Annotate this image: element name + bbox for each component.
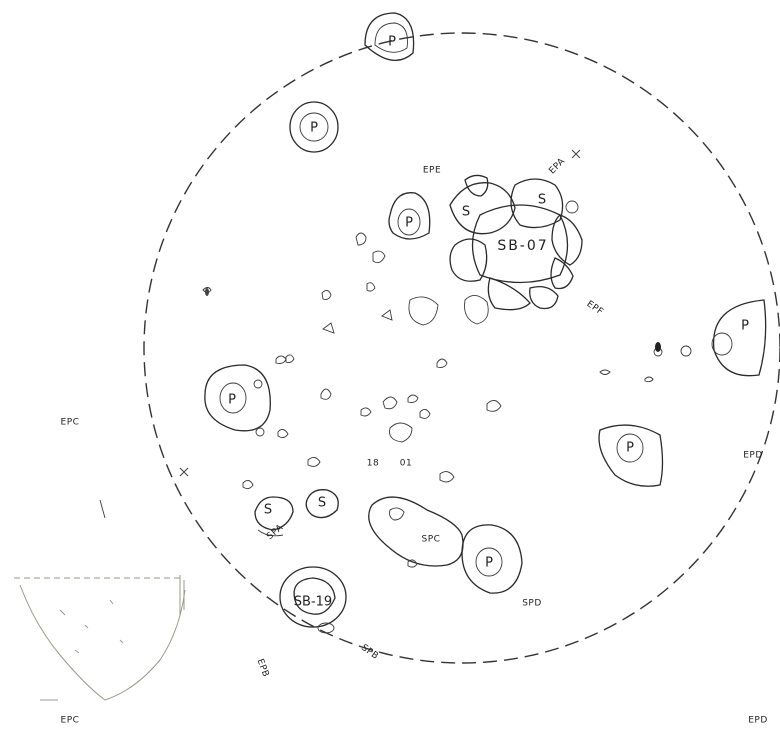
feature-sb07-cluster: SB-07 S S bbox=[449, 174, 583, 311]
stone-label-a: S bbox=[462, 205, 470, 220]
posthole-lower: P bbox=[461, 524, 523, 594]
label-epc-left: EPC bbox=[61, 418, 80, 428]
stone-label-b: S bbox=[538, 193, 546, 208]
label-epc-bottom: EPC bbox=[61, 716, 80, 726]
small-number-b: 01 bbox=[400, 459, 412, 469]
svg-text:P: P bbox=[405, 216, 413, 231]
feature-spc: SPC bbox=[368, 496, 464, 567]
sb07-label: SB-07 bbox=[497, 238, 548, 254]
dark-marks bbox=[205, 288, 661, 352]
svg-text:P: P bbox=[310, 121, 318, 136]
svg-text:SPC: SPC bbox=[422, 535, 441, 545]
label-epd-right: EPD bbox=[743, 451, 763, 461]
svg-text:P: P bbox=[228, 393, 236, 408]
label-spb: SPB bbox=[359, 643, 380, 662]
sb19-label: SB-19 bbox=[294, 595, 332, 610]
label-epa: EPA bbox=[547, 156, 567, 176]
svg-text:P: P bbox=[485, 556, 493, 571]
svg-text:S: S bbox=[264, 503, 272, 518]
label-epe: EPE bbox=[423, 166, 441, 176]
svg-text:S: S bbox=[318, 496, 326, 511]
posthole-top: P bbox=[364, 12, 415, 61]
svg-text:P: P bbox=[626, 441, 634, 456]
excavation-boundary bbox=[143, 32, 780, 664]
label-spd: SPD bbox=[522, 599, 542, 609]
stone-left: S bbox=[254, 496, 294, 537]
label-epb: EPB bbox=[255, 658, 271, 679]
feature-sb19: SB-19 bbox=[279, 566, 347, 634]
posthole-center: P bbox=[388, 192, 431, 240]
posthole-right-lower: P bbox=[598, 424, 664, 487]
small-features bbox=[202, 232, 692, 568]
cross-marks bbox=[99, 149, 581, 519]
posthole-left: P bbox=[204, 364, 271, 437]
svg-text:P: P bbox=[741, 319, 749, 334]
stone-center-left: S bbox=[305, 489, 339, 519]
inset-section-drawing bbox=[14, 575, 186, 701]
label-epd-bottom: EPD bbox=[748, 716, 768, 726]
svg-text:P: P bbox=[388, 35, 396, 50]
label-epf: EPF bbox=[585, 299, 605, 317]
small-number-a: 18 bbox=[367, 459, 379, 469]
posthole-right: P bbox=[711, 299, 767, 377]
posthole-upper-left: P bbox=[289, 101, 339, 153]
